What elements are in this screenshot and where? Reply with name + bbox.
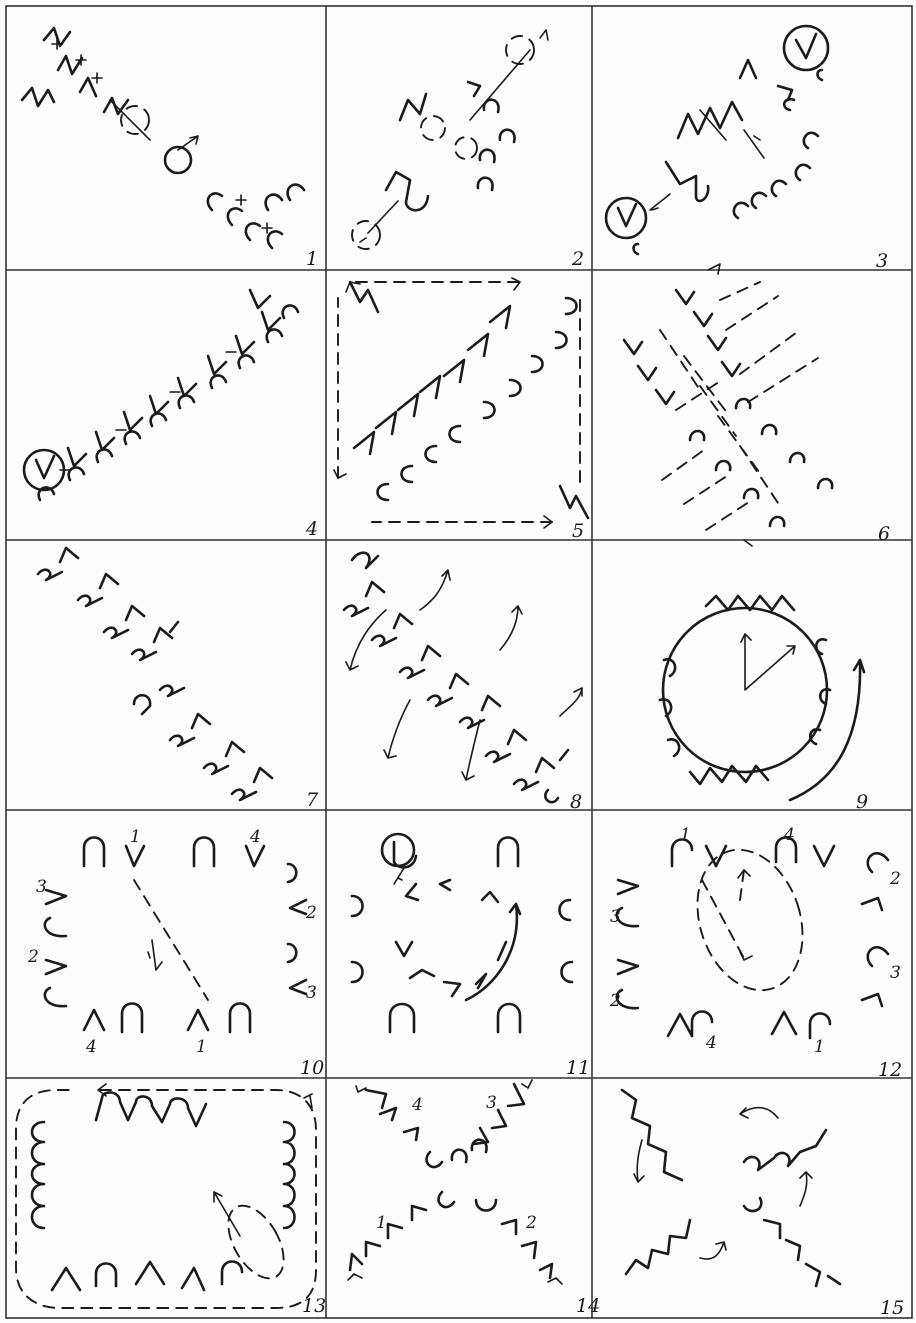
marker-2: 2 [609,991,621,1011]
panel-2-figure: 2 [352,30,584,270]
panel-10-figure: 1 4 3 2 2 3 4 1 10 [27,827,324,1079]
panel-label: 15 [880,1297,904,1319]
panel-4-figure: 4 [24,290,318,540]
panel-label: 6 [878,523,890,545]
marker-2: 2 [525,1213,537,1233]
panel-label: 8 [570,791,582,813]
panel-label: 11 [566,1057,590,1079]
marker-1: 1 [196,1037,207,1057]
panel-12-figure: 1 4 3 2 2 3 4 1 12 [609,825,902,1081]
panel-6-figure: 6 [624,264,890,546]
marker-4: 4 [411,1095,423,1115]
panel-label: 4 [305,518,318,540]
panel-13-figure: 13 [16,1084,326,1317]
panel-label: 13 [302,1295,326,1317]
panel-label: 1 [306,248,318,270]
marker-3: 3 [890,963,901,983]
panel-11-figure: 11 [352,834,590,1079]
panel-3-figure: 3 [606,26,888,272]
panel-9-figure: 9 [660,596,868,813]
marker-2: 2 [305,903,317,923]
marker-4: 4 [249,827,261,847]
panel-label: 5 [572,520,584,542]
panel-14-figure: 4 3 1 2 14 [348,1080,600,1317]
panel-1-figure: 1 [22,28,318,270]
panel-label: 9 [856,791,868,813]
marker-1: 1 [130,827,141,847]
panel-label: 2 [571,248,584,270]
marker-4: 4 [705,1033,717,1053]
panel-label: 12 [878,1059,902,1081]
panel-8-figure: 8 [344,553,582,813]
marker-1: 1 [376,1213,387,1233]
marker-3: 3 [36,877,47,897]
marker-2: 2 [889,869,901,889]
panel-label: 10 [300,1057,324,1079]
panel-7-figure: 7 [38,548,319,811]
marker-3: 3 [610,907,621,927]
marker-1: 1 [814,1037,825,1057]
panel-label: 14 [576,1295,600,1317]
marker-3: 3 [306,983,317,1003]
marker-2: 2 [27,947,39,967]
marker-4: 4 [783,825,795,845]
panel-label: 3 [876,250,888,272]
marker-4: 4 [85,1037,97,1057]
panel-15-figure: 15 [622,1090,904,1319]
panel-5-figure: 5 [334,278,588,542]
marker-3: 3 [486,1093,497,1113]
panel-label: 7 [306,789,319,811]
marker-1: 1 [680,825,691,845]
